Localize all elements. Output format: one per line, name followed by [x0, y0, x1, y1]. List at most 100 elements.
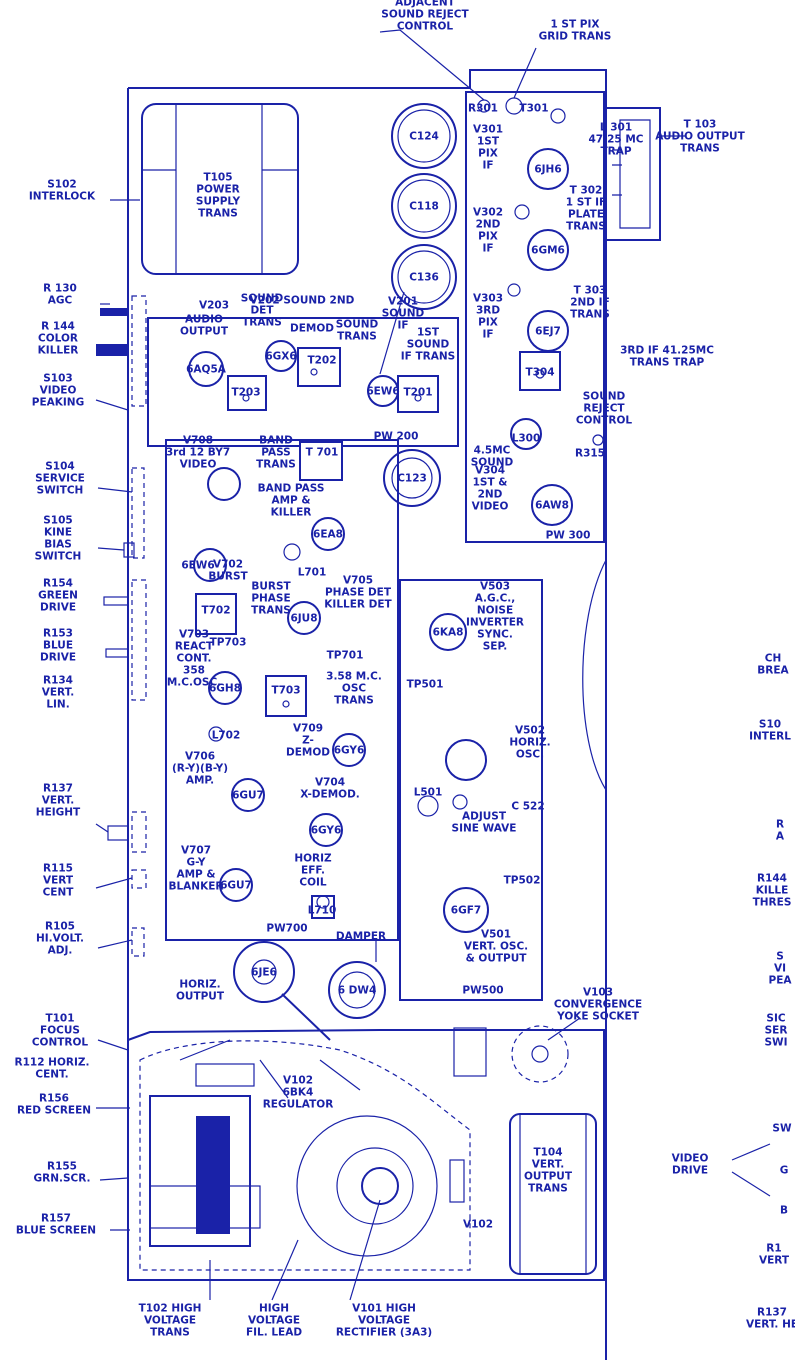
label-t203: T203 — [231, 387, 260, 399]
label-line: R156 — [39, 1093, 69, 1105]
label-line: L702 — [212, 730, 241, 742]
label-line: T 701 — [306, 447, 339, 459]
label-line: T202 — [307, 355, 336, 367]
label-line: S105 — [43, 515, 72, 527]
label-line: V201 — [388, 296, 418, 308]
label-line: 6GX6 — [265, 351, 296, 363]
label-tube-6ju8: 6JU8 — [290, 613, 317, 625]
label-line: DEMOD — [286, 747, 330, 759]
label-tube-6gu7-a: 6GU7 — [232, 790, 264, 802]
label-tube-6ew6-a: 6EW6 — [366, 386, 399, 398]
label-line: 6GU7 — [220, 880, 252, 892]
label-line: DAMPER — [336, 931, 386, 943]
label-line: HI.VOLT. — [36, 933, 84, 945]
label-line: PHASE — [251, 593, 290, 605]
label-line: CH — [765, 653, 782, 665]
label-line: 6AW8 — [535, 500, 569, 512]
label-line: HIGH — [259, 1303, 289, 1315]
label-line: V707 — [181, 845, 211, 857]
label-line: V706 — [185, 751, 215, 763]
label-line: PW700 — [266, 923, 307, 935]
label-line: VIDEO — [180, 459, 217, 471]
label-line: V101 HIGH — [352, 1303, 416, 1315]
label-line: VERT — [759, 1255, 790, 1267]
label-line: GRID TRANS — [539, 31, 612, 43]
label-line: COIL — [299, 877, 327, 889]
label-line: R315 — [575, 448, 605, 460]
label-line: 3RD — [476, 305, 500, 317]
label-line: TP701 — [327, 650, 364, 662]
power-supply-transformer — [141, 103, 299, 275]
label-v203: V203 — [199, 300, 229, 312]
label-t202: T202 — [307, 355, 336, 367]
label-line: SINE WAVE — [452, 823, 517, 835]
label-line: IF TRANS — [401, 351, 455, 363]
label-line: M.C.OSC. — [167, 677, 221, 689]
label-tube-6ew6-b: 6EW6 — [181, 560, 214, 572]
label-line: PW 200 — [374, 431, 419, 443]
label-line: S10 — [759, 719, 781, 731]
label-line: SOUND — [382, 308, 425, 320]
label-line: PASS — [261, 447, 291, 459]
label-line: FOCUS — [40, 1025, 80, 1037]
label-line: FIL. LEAD — [246, 1327, 302, 1339]
label-line: S — [776, 951, 784, 963]
label-line: TRAP — [600, 146, 631, 158]
label-line: YOKE SOCKET — [556, 1011, 640, 1023]
label-line: KILLE — [756, 885, 789, 897]
label-tube-6ea8: 6EA8 — [313, 529, 343, 541]
label-r301: R301 — [468, 103, 498, 115]
label-line: X-DEMOD. — [300, 789, 360, 801]
label-line: POWER — [196, 184, 239, 196]
label-line: V709 — [293, 723, 323, 735]
label-line: PEA — [769, 975, 793, 987]
label-tube-6ka8: 6KA8 — [433, 627, 464, 639]
filter-capacitors — [391, 103, 457, 310]
label-line: R115 — [43, 863, 73, 875]
label-line: KILLER — [271, 507, 312, 519]
label-horiz-output: HORIZ.OUTPUT — [176, 979, 225, 1003]
label-line: 47.25 MC — [588, 134, 643, 146]
label-line: T 303 — [574, 285, 607, 297]
label-line: SIC — [766, 1013, 785, 1025]
label-line: VOLTAGE — [358, 1315, 410, 1327]
label-line: CONTROL — [32, 1037, 89, 1049]
label-line: CENT. — [35, 1069, 68, 1081]
label-line: TRANS TRAP — [630, 357, 705, 369]
label-c124: C124 — [409, 131, 439, 143]
label-line: TRANS — [680, 143, 720, 155]
label-line: SUPPLY — [196, 196, 241, 208]
label-line: TRANS — [251, 605, 291, 617]
label-line: L 301 — [600, 122, 632, 134]
label-line: R144 — [757, 873, 787, 885]
label-line: TRANS — [566, 221, 606, 233]
label-v202: V202 SOUND 2ND — [250, 295, 355, 307]
label-line: V502 — [515, 725, 545, 737]
label-line: V301 — [473, 124, 503, 136]
label-line: AGC — [48, 295, 73, 307]
label-tube-6gy6-a: 6GY6 — [334, 745, 365, 757]
label-line: VERT. — [532, 1159, 564, 1171]
label-line: T105 — [203, 172, 232, 184]
label-line: SOUND — [583, 391, 626, 403]
label-line: KILLER — [38, 345, 79, 357]
